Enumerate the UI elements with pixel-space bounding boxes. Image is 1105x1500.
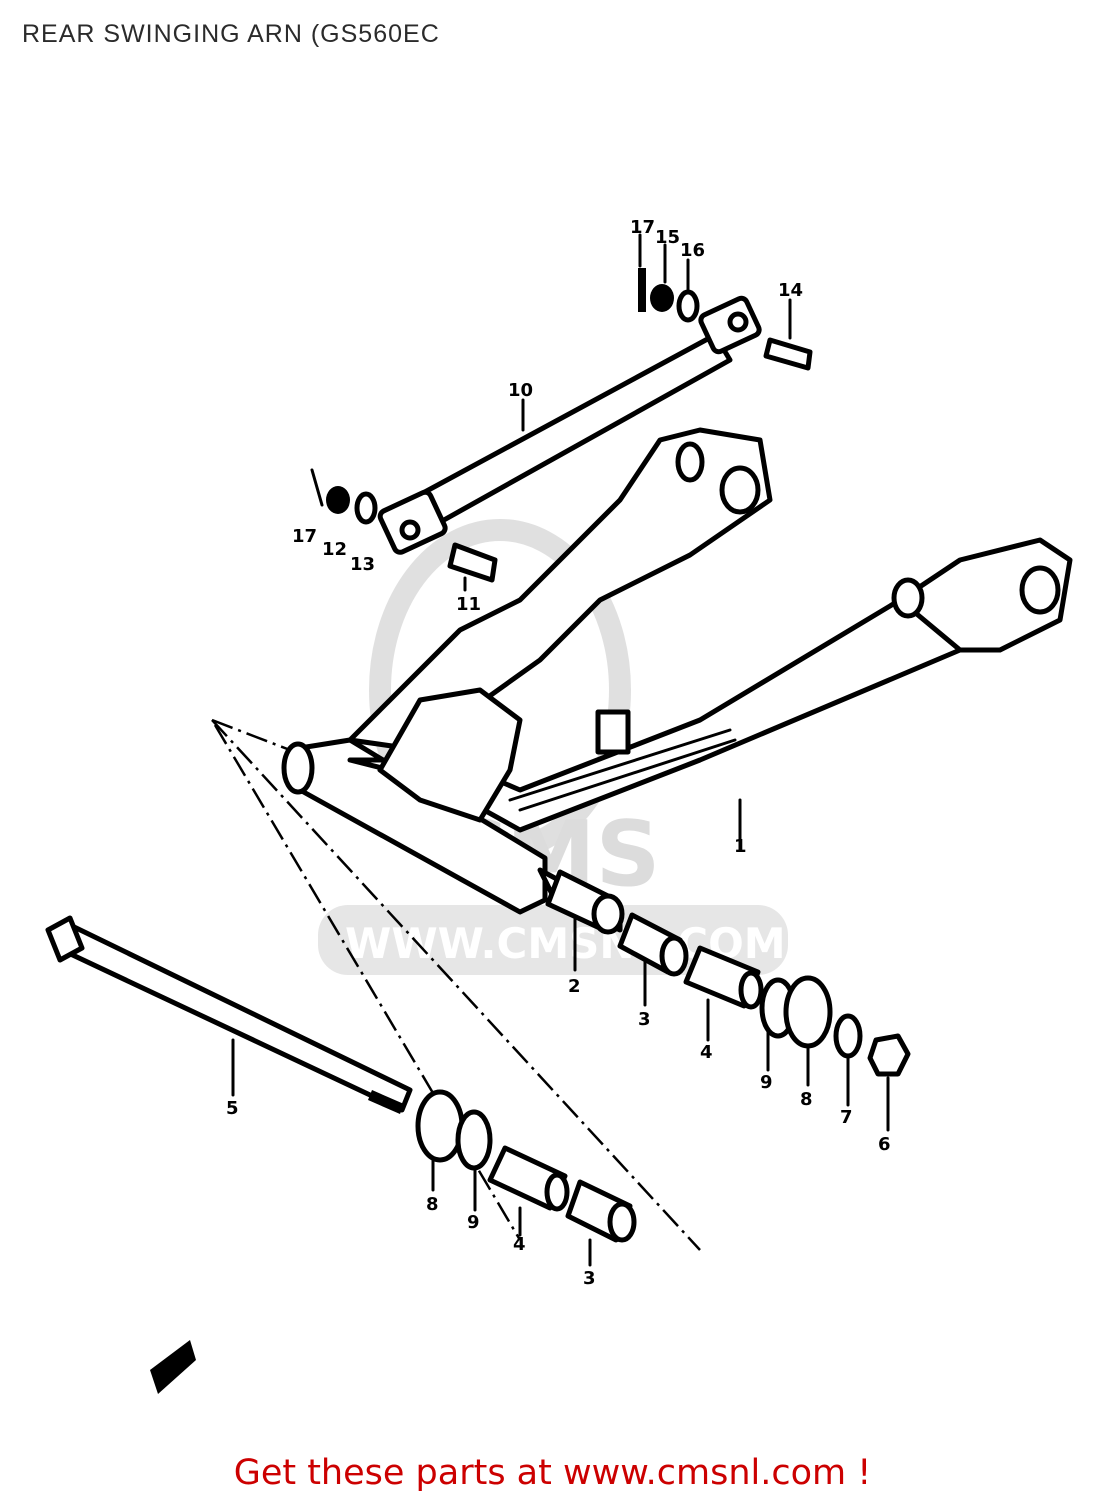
pivot-shaft-upper: [545, 869, 625, 935]
right-bushings: [617, 912, 911, 1077]
callout-3b: 3: [583, 1268, 596, 1289]
swing-arm: [281, 427, 1073, 933]
footer-link[interactable]: Get these parts at www.cmsnl.com !: [233, 1453, 872, 1493]
page-title: REAR SWINGING ARN (GS560EC: [22, 20, 440, 48]
callout-5: 5: [226, 1098, 239, 1119]
callout-7: 7: [840, 1107, 853, 1128]
upper-fasteners: [310, 268, 813, 583]
callout-15: 15: [655, 227, 680, 248]
callout-4b: 4: [513, 1234, 526, 1255]
callout-11: 11: [456, 594, 481, 615]
callout-8a: 8: [800, 1089, 813, 1110]
callout-10: 10: [508, 380, 533, 401]
swinging-arm-diagram: CMS WWW.CMSNL.COM: [45, 217, 1073, 1394]
loose-clip: [150, 1340, 196, 1394]
callout-14: 14: [778, 280, 803, 301]
callout-17a: 17: [630, 217, 655, 238]
pivot-bolt: [45, 915, 413, 1114]
callout-17b: 17: [292, 526, 317, 547]
callout-6: 6: [878, 1134, 891, 1155]
callout-2: 2: [568, 976, 581, 997]
callout-9a: 9: [760, 1072, 773, 1093]
callout-labels: 1 2 3 4 9 8 7 6 5 8 9 4 3 10 11 12 13 17…: [226, 217, 891, 1289]
callout-4a: 4: [700, 1042, 713, 1063]
callout-1: 1: [734, 836, 747, 857]
torque-link: [377, 295, 762, 555]
callout-8b: 8: [426, 1194, 439, 1215]
callout-9b: 9: [467, 1212, 480, 1233]
callout-3a: 3: [638, 1009, 651, 1030]
left-bushings: [415, 1089, 637, 1243]
callout-13: 13: [350, 554, 375, 575]
callout-16: 16: [680, 240, 705, 261]
callout-12: 12: [322, 539, 347, 560]
leader-lines: [231, 233, 890, 1267]
